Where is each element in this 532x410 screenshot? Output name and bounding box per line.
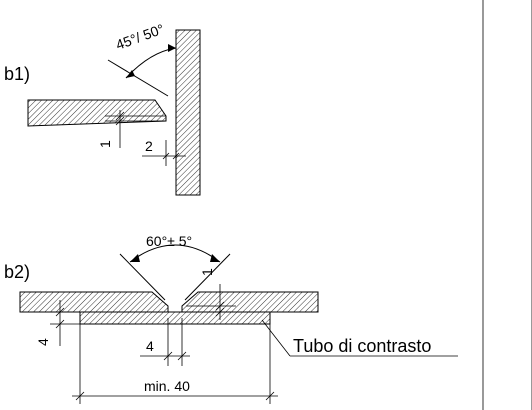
dim-b2-gap: 4 [146, 338, 154, 354]
angle-arrowhead [130, 254, 140, 262]
detail-b2-label: b2) [4, 262, 30, 282]
right-plate [181, 291, 319, 313]
dim-tick [75, 391, 85, 401]
dim-tick [215, 307, 225, 317]
left-plate [19, 291, 169, 313]
backing-label: Tubo di contrasto [293, 336, 431, 356]
angle-arc [129, 244, 221, 263]
angle-b2-text: 60°± 5° [146, 233, 192, 249]
horizontal-plate [27, 99, 167, 127]
dim-tick [115, 111, 125, 121]
dim-tick [55, 307, 65, 317]
vertical-plate [175, 29, 201, 196]
dim-tick [215, 301, 225, 311]
dim-tick [177, 351, 187, 361]
dim-b2-root-face: 1 [199, 268, 215, 276]
detail-b1: b1) 45°/ 50° 1 2 [4, 21, 201, 196]
angle-arrowhead [210, 254, 220, 262]
dim-tick [115, 116, 125, 126]
dim-b2-backing-width: min. 40 [144, 378, 190, 394]
dim-b1-gap: 2 [145, 138, 153, 154]
dim-tick [265, 391, 275, 401]
backing-strip [79, 311, 271, 325]
dim-tick [162, 152, 170, 160]
dim-tick [172, 152, 180, 160]
angle-arrowhead [126, 70, 135, 78]
angle-leader [107, 59, 169, 97]
angle-leader [184, 253, 231, 301]
dim-tick [55, 319, 65, 329]
dim-tick [163, 351, 173, 361]
angle-leader [119, 253, 166, 301]
angle-arrowhead [168, 44, 176, 52]
backing-leader [261, 319, 291, 357]
angle-b1-text: 45°/ 50° [114, 21, 167, 53]
dim-b2-backing-thickness: 4 [35, 338, 51, 346]
detail-b1-label: b1) [4, 64, 30, 84]
dim-b1-root-face: 1 [97, 140, 113, 148]
detail-b2: b2) 60°± 5° 1 4 4 [4, 233, 458, 404]
